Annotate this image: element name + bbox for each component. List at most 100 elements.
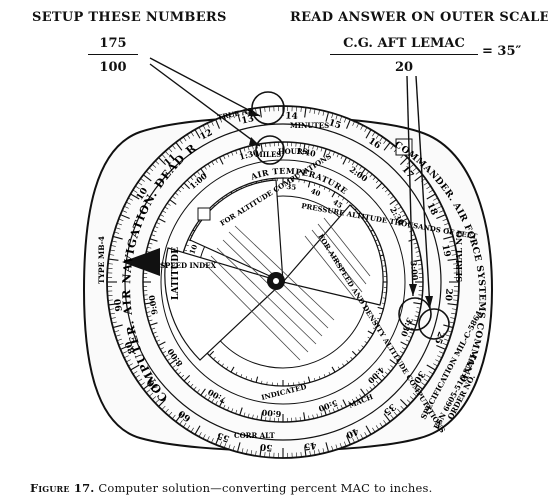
outer-scale-tick [143, 382, 152, 390]
altitude-scale-tick [307, 376, 311, 383]
inner-scale-tick [316, 146, 319, 151]
answer-arrow-35-head [409, 284, 417, 296]
altitude-scale-tick [209, 350, 215, 356]
inner-scale-tick [200, 168, 206, 176]
outer-scale-tick [186, 425, 191, 430]
outer-scale-tick [450, 245, 456, 247]
outer-scale-tick [236, 111, 241, 122]
setup-numerator: 175 [88, 36, 138, 55]
outer-scale-number: 13 [241, 114, 255, 126]
outer-scale-tick [428, 189, 434, 193]
inner-scale-tick [144, 298, 149, 300]
outer-scale-tick [161, 154, 166, 159]
outer-scale-tick [451, 254, 457, 256]
inner-time-number: 3:00 [409, 260, 421, 281]
altitude-scale-tick [261, 380, 263, 384]
outer-scale-tick [426, 185, 431, 190]
outer-scale-tick [365, 129, 372, 139]
inner-scale-tick [174, 192, 179, 196]
inner-scale-tick [372, 383, 376, 388]
outer-scale-tick [436, 214, 446, 219]
inner-scale-tick [172, 195, 176, 199]
altitude-scale-tick [213, 356, 216, 360]
outer-scale-tick [412, 392, 418, 397]
inner-scale-tick [342, 157, 348, 165]
outer-scale-tick [140, 178, 145, 182]
instruction-text-block [204, 217, 371, 361]
outer-scale-tick [115, 227, 121, 230]
outer-scale-tick [120, 345, 130, 350]
outer-scale-tick [228, 444, 231, 450]
altitude-scale-tick [351, 350, 357, 356]
inner-scale-tick [389, 199, 397, 205]
outer-scale-tick [126, 359, 131, 363]
corner-index-box [395, 138, 413, 156]
answer-arrow-35 [406, 75, 414, 297]
outer-scale-tick [399, 398, 408, 407]
outer-scale-tick [135, 374, 140, 379]
inner-scale-tick [395, 358, 399, 361]
inner-scale-tick [196, 171, 200, 175]
outer-scale-tick [390, 145, 394, 150]
outer-scale-tick [158, 157, 167, 166]
altitude-scale-tick [331, 366, 336, 373]
inner-scale-tick [218, 157, 224, 165]
inner-scale-tick [177, 371, 182, 375]
outer-scale-tick [186, 134, 191, 139]
altitude-scale-tick [217, 360, 220, 364]
outer-scale-tick [439, 351, 444, 354]
inner-scale-tick [247, 146, 250, 151]
inner-scale-tick [243, 412, 246, 417]
inner-scale-tick [180, 374, 185, 379]
inner-scale-tick [148, 319, 153, 322]
outer-scale-tick [344, 117, 347, 123]
altitude-scale-tick [226, 366, 229, 370]
outer-scale-tick [132, 189, 138, 193]
outer-scale-tick [183, 136, 187, 142]
outer-scale-number: 18 [424, 201, 438, 217]
inner-scale-tick [151, 327, 156, 330]
outer-scale-tick [168, 411, 173, 417]
inner-scale-tick [193, 173, 197, 178]
inner-time-number: 6:00 [261, 408, 282, 420]
outer-scale-tick [437, 205, 442, 209]
inner-scale-tick [320, 147, 323, 152]
outer-scale-tick [118, 343, 124, 346]
inner-scale-tick [156, 222, 161, 225]
altitude-number: 35 [286, 182, 297, 192]
altitude-scale-tick [255, 376, 259, 383]
outer-scale-tick [161, 405, 166, 410]
outer-scale-tick [130, 364, 140, 371]
outer-scale-tick [352, 121, 355, 126]
inner-scale-ticks [143, 142, 423, 422]
inner-scale-tick [158, 341, 166, 347]
altitude-scale-tick [346, 200, 349, 204]
inner-scale-tick [204, 394, 207, 398]
outer-scale-tick [172, 145, 176, 150]
inner-scale-tick [359, 166, 362, 170]
inner-scale-tick [204, 166, 207, 170]
outer-scale-tick [451, 312, 457, 315]
setup-arrow-100 [149, 63, 261, 147]
inner-scale-tick [414, 246, 419, 249]
outer-scale-tick [194, 425, 201, 435]
altitude-scale-tick [303, 380, 305, 384]
outer-scale-tick [232, 445, 235, 451]
inner-scale-tick [239, 407, 243, 416]
inner-scale-tick [340, 404, 343, 409]
outer-scale-tick [179, 139, 183, 144]
outer-scale-tick [109, 308, 115, 310]
inner-scale-tick [375, 179, 380, 184]
altitude-scale-tick [346, 360, 349, 364]
inner-time-number: 9:00 [146, 294, 159, 316]
read-answer-label: READ ANSWER ON OUTER SCALE [290, 10, 548, 25]
inner-scale-tick [146, 311, 151, 313]
inner-scale-tick [355, 396, 359, 401]
outer-scale-tick [114, 231, 120, 234]
inner-scale-tick [397, 354, 402, 358]
inner-scale-tick [351, 398, 355, 403]
outer-scale-tick [112, 235, 123, 240]
outer-scale-tick [339, 115, 343, 121]
outer-scale-tick [108, 303, 119, 306]
outer-scale-tick [409, 164, 414, 168]
